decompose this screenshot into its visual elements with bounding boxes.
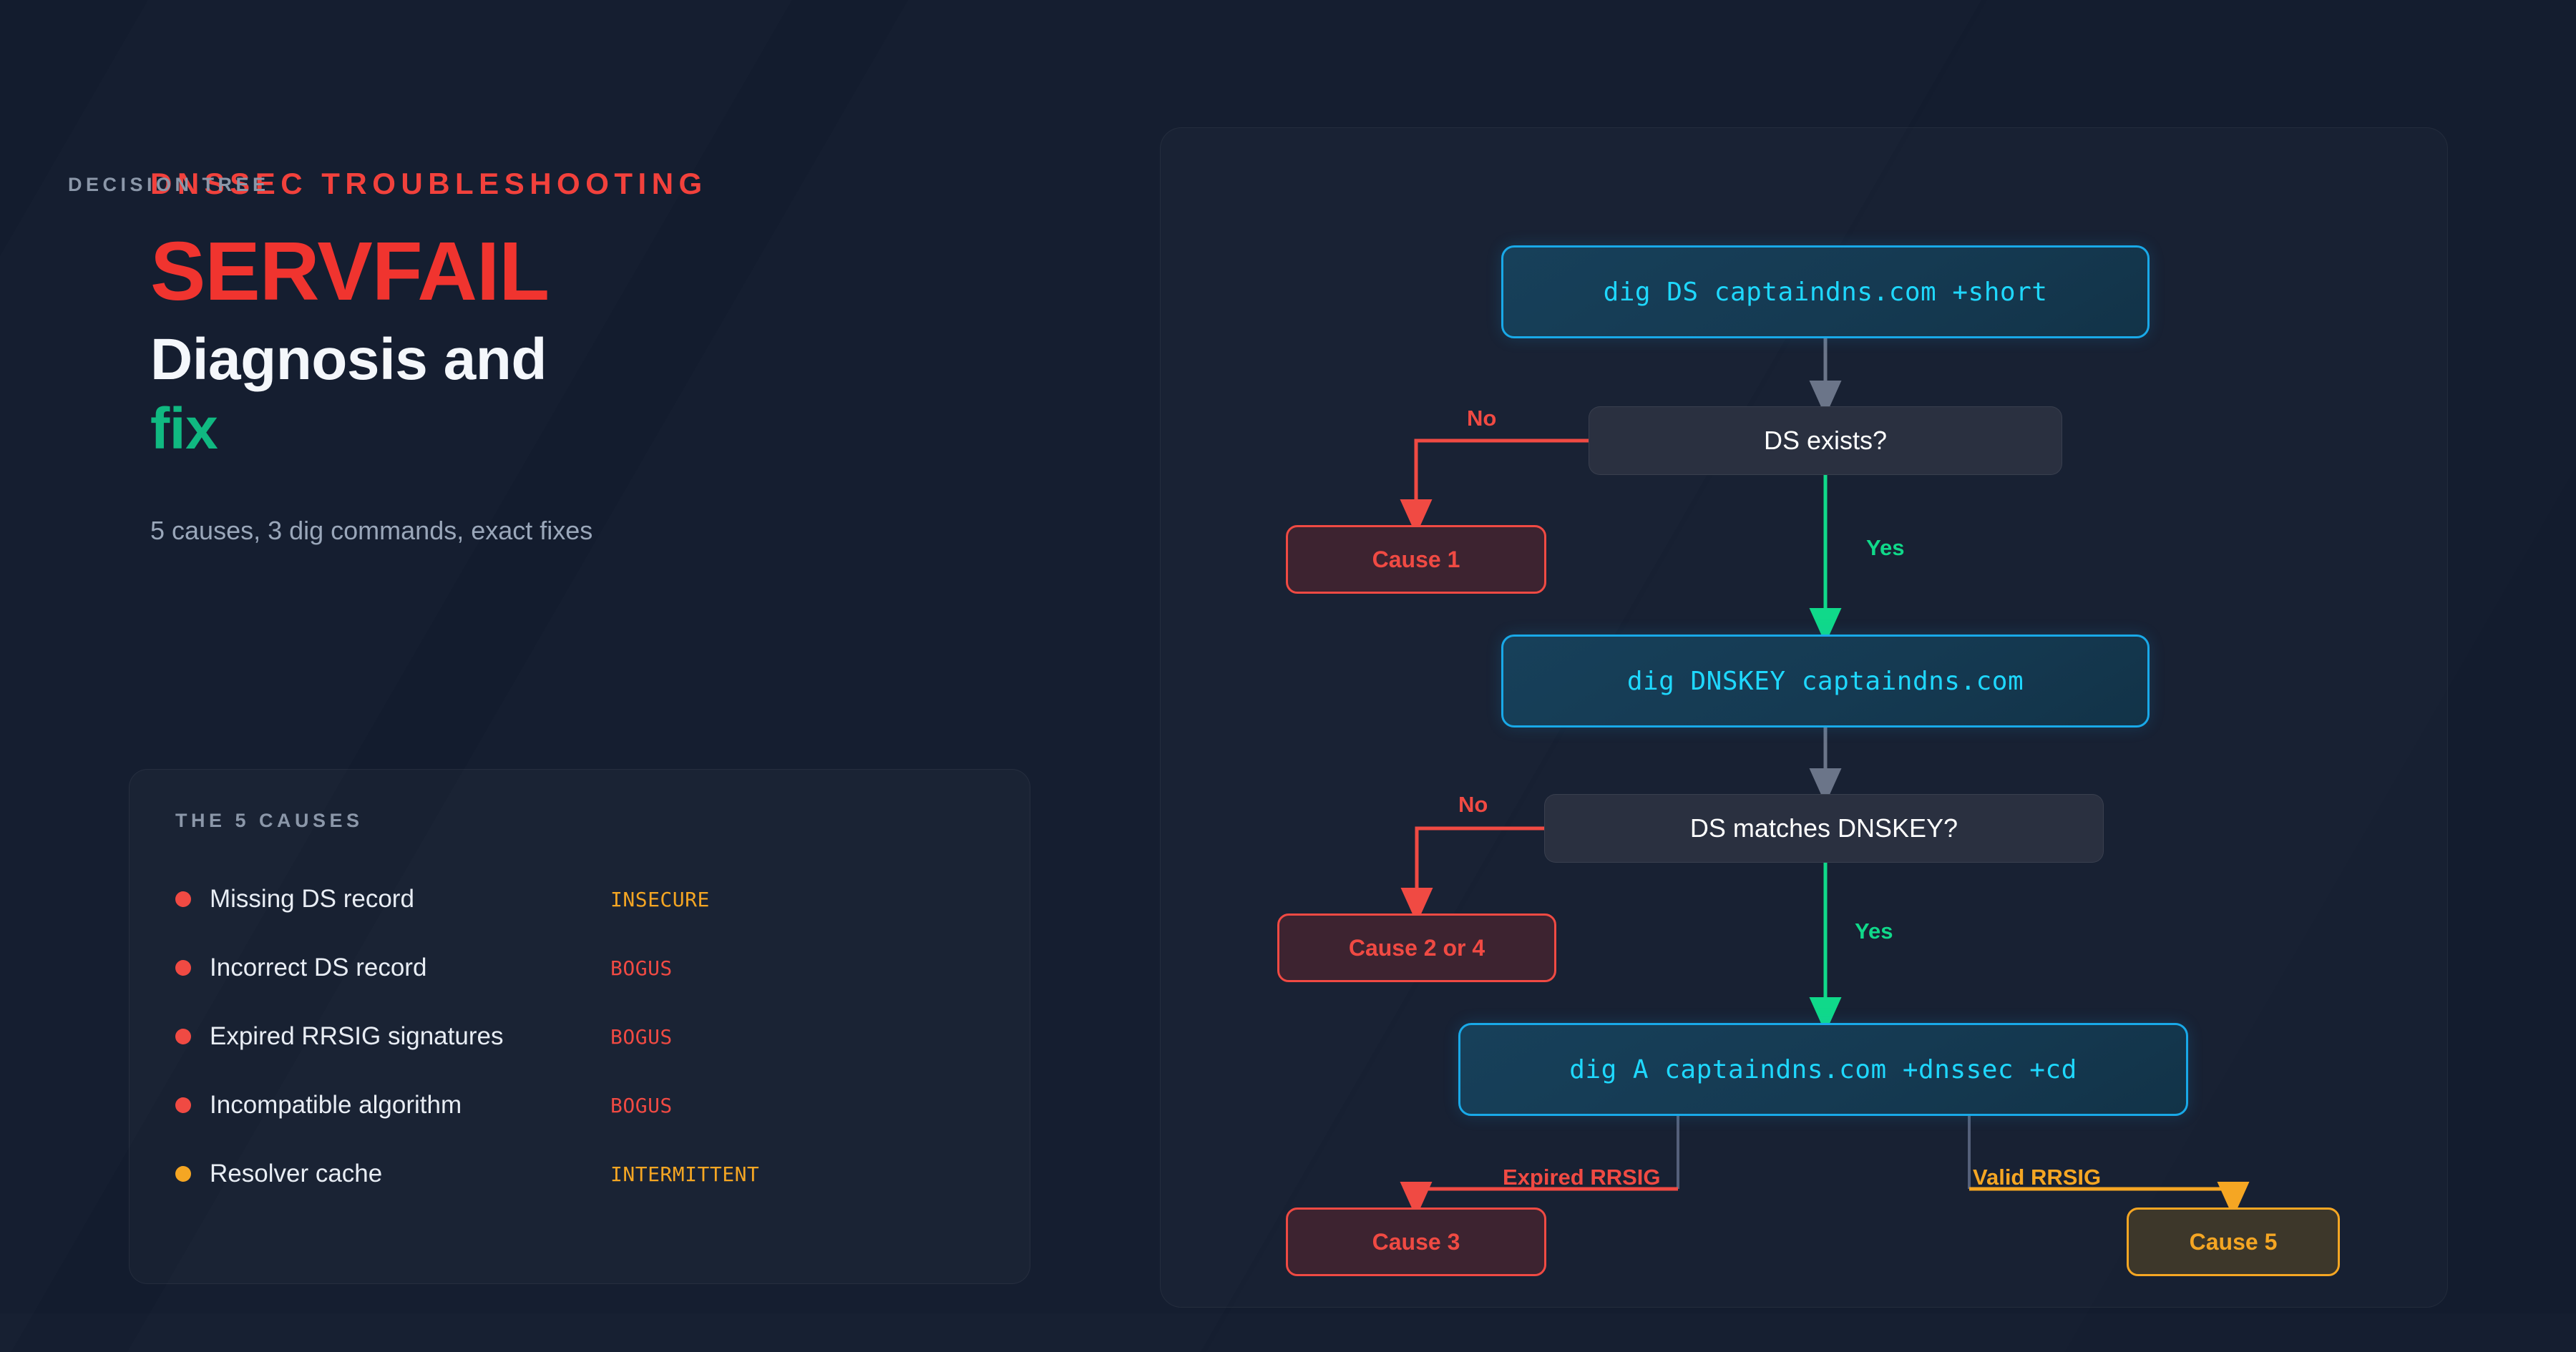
tree-node-cause-5[interactable]: Cause 5 — [2127, 1208, 2340, 1276]
edge-label-expired-rrsig: Expired RRSIG — [1503, 1165, 1661, 1190]
status-badge: INTERMITTENT — [610, 1162, 760, 1186]
bullet-dot-icon — [175, 891, 191, 907]
list-item: Expired RRSIG signatures BOGUS — [175, 1002, 984, 1071]
list-item: Incorrect DS record BOGUS — [175, 934, 984, 1002]
tree-node-cause-3[interactable]: Cause 3 — [1286, 1208, 1546, 1276]
tree-node-command-dig-a[interactable]: dig A captaindns.com +dnssec +cd — [1458, 1023, 2188, 1116]
status-badge: INSECURE — [610, 887, 710, 911]
tree-node-cause-1[interactable]: Cause 1 — [1286, 525, 1546, 594]
hero-section: DNSSEC TROUBLESHOOTING SERVFAIL Diagnosi… — [150, 169, 1059, 547]
edge-label-yes-2: Yes — [1855, 919, 1893, 944]
edge-label-no-2: No — [1458, 792, 1488, 817]
page-subtitle-line1: Diagnosis and — [150, 327, 547, 393]
status-badge: BOGUS — [610, 1024, 673, 1049]
tree-node-command-dig-dnskey[interactable]: dig DNSKEY captaindns.com — [1501, 635, 2150, 728]
edge-label-no-1: No — [1467, 406, 1497, 431]
cause-label: Expired RRSIG signatures — [210, 1022, 504, 1050]
causes-card-title: THE 5 CAUSES — [175, 810, 364, 831]
cause-label: Incompatible algorithm — [210, 1091, 462, 1119]
edge-label-yes-1: Yes — [1866, 535, 1905, 560]
edge-label-valid-rrsig: Valid RRSIG — [1973, 1165, 2102, 1190]
list-item: Incompatible algorithm BOGUS — [175, 1071, 984, 1140]
causes-card: THE 5 CAUSES Missing DS record INSECURE … — [129, 769, 1030, 1284]
list-item: Missing DS record INSECURE — [175, 865, 984, 934]
decision-tree-title: DECISION TREE — [68, 174, 270, 195]
cause-label: Incorrect DS record — [210, 954, 427, 981]
bullet-dot-icon — [175, 960, 191, 976]
list-item: Resolver cache INTERMITTENT — [175, 1140, 984, 1208]
page-subtitle-line2: fix — [150, 396, 218, 461]
cause-label: Missing DS record — [210, 885, 414, 913]
cause-label: Resolver cache — [210, 1160, 383, 1187]
status-badge: BOGUS — [610, 1093, 673, 1117]
decision-tree-panel — [1160, 127, 2448, 1308]
tree-node-question-ds-matches-dnskey[interactable]: DS matches DNSKEY? — [1544, 794, 2104, 863]
page-title: SERVFAIL — [150, 225, 550, 318]
status-badge: BOGUS — [610, 956, 673, 980]
bullet-dot-icon — [175, 1166, 191, 1182]
bullet-dot-icon — [175, 1029, 191, 1044]
tree-node-command-dig-ds[interactable]: dig DS captaindns.com +short — [1501, 245, 2150, 338]
tree-node-cause-2-or-4[interactable]: Cause 2 or 4 — [1277, 913, 1556, 982]
hero-description: 5 causes, 3 dig commands, exact fixes — [150, 515, 593, 545]
bullet-dot-icon — [175, 1097, 191, 1113]
eyebrow-label: DNSSEC TROUBLESHOOTING — [150, 167, 708, 200]
tree-node-question-ds-exists[interactable]: DS exists? — [1589, 406, 2062, 475]
